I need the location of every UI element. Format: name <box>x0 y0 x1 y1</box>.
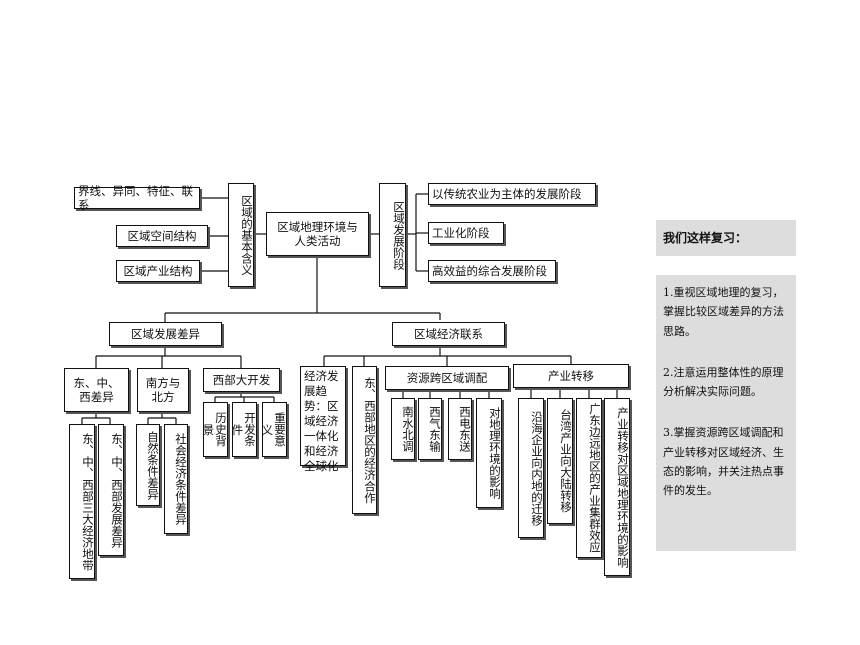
resource-item-3: 西电东送 <box>448 398 472 460</box>
sidebar-points-panel: 1.重视区域地理的复习，掌握比较区域差异的方法思路。 2.注意运用整体性的原理分… <box>656 275 796 551</box>
industry-label: 产业转移 <box>513 364 629 388</box>
wd-item-2: 开发条件 <box>230 402 257 457</box>
stages-label: 区域发展阶段 <box>379 183 406 287</box>
industry-item-2: 台湾产业向大陆转移 <box>547 398 573 524</box>
cooperation-node: 东、西部地区的经济合作 <box>352 366 377 514</box>
wd-item-1: 历史背景 <box>201 402 228 457</box>
industry-item-4: 产业转移对区域地理环境的影响 <box>604 398 630 576</box>
meaning-item-3: 区域产业结构 <box>116 260 200 282</box>
emw-item-2: 东、中、西部发展差异 <box>98 424 124 556</box>
resource-label: 资源跨区域调配 <box>385 366 509 390</box>
ns-item-1: 自然条件差异 <box>136 424 160 506</box>
stage-item-3: 高效益的综合发展阶段 <box>428 260 556 282</box>
sidebar-point-1: 1.重视区域地理的复习，掌握比较区域差异的方法思路。 <box>663 286 784 338</box>
connection-label: 区域经济联系 <box>392 322 505 346</box>
west-dev-label: 西部大开发 <box>203 368 280 392</box>
wd-item-3: 重要意义 <box>260 402 287 457</box>
sidebar-point-2: 2.注意运用整体性的原理分析解决实际问题。 <box>663 365 784 398</box>
stage-item-2: 工业化阶段 <box>428 222 504 244</box>
industry-item-3: 广东边远地区的产业集群效应 <box>576 398 602 558</box>
resource-item-4: 对地理环境的影响 <box>476 398 502 508</box>
root-node: 区域地理环境与人类活动 <box>266 212 369 256</box>
meaning-item-2: 区域空间结构 <box>116 225 208 247</box>
meaning-label: 区域的基本含义 <box>228 183 254 287</box>
sidebar-point-3: 3.掌握资源跨区域调配和产业转移对区域经济、生态的影响，并关注热点事件的发生。 <box>663 426 784 497</box>
east-mid-west-label: 东、中、西差异 <box>64 368 129 412</box>
stage-item-1: 以传统农业为主体的发展阶段 <box>428 183 596 205</box>
meaning-item-1: 界线、异同、特征、联系 <box>74 184 200 212</box>
north-south-label: 南方与北方 <box>137 368 189 412</box>
resource-item-1: 南水北调 <box>391 398 415 460</box>
industry-item-1: 沿海企业向内地的迁移 <box>518 398 544 538</box>
emw-item-1: 东、中、西部三大经济地带 <box>69 424 95 579</box>
sidebar-title-panel: 我们这样复习： <box>656 220 796 256</box>
trend-node: 经济发展趋势：区域经济一体化和经济全球化 <box>300 366 346 473</box>
ns-item-2: 社会经济条件差异 <box>164 424 188 534</box>
difference-label: 区域发展差异 <box>109 322 222 346</box>
sidebar-title: 我们这样复习： <box>663 230 748 245</box>
resource-item-2: 西气东输 <box>418 398 442 460</box>
